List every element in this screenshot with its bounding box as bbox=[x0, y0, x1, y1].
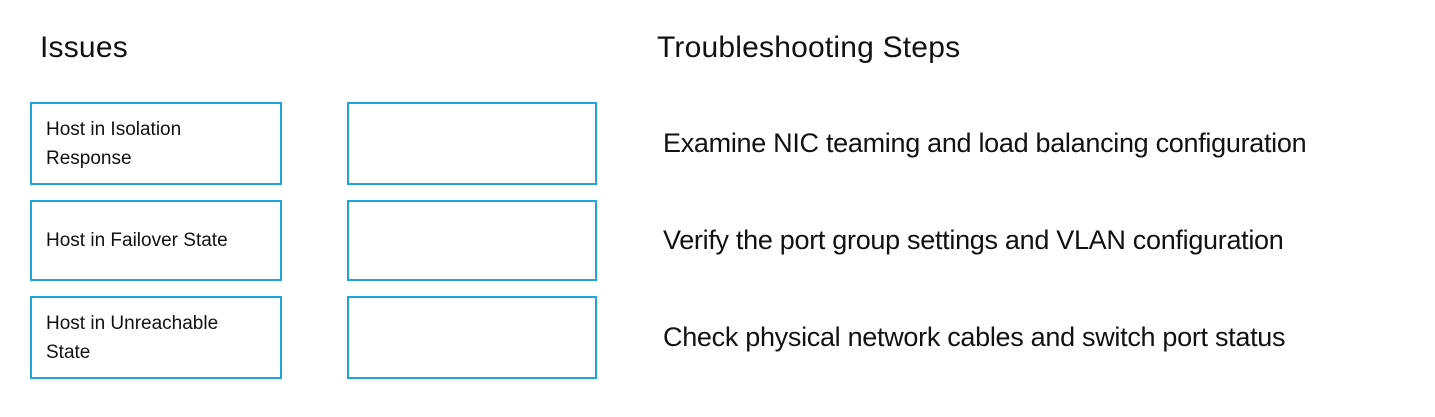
issue-card-host-in-isolation-response[interactable]: Host in Isolation Response bbox=[30, 102, 282, 185]
issue-card-label: Host in Unreachable State bbox=[46, 312, 219, 363]
troubleshooting-step-1: Examine NIC teaming and load balancing c… bbox=[663, 128, 1307, 158]
drop-target-2[interactable] bbox=[347, 200, 597, 281]
drop-target-1[interactable] bbox=[347, 102, 597, 185]
issue-card-label: Host in Isolation Response bbox=[46, 118, 182, 169]
troubleshooting-step-2: Verify the port group settings and VLAN … bbox=[663, 225, 1284, 255]
troubleshooting-step-3: Check physical network cables and switch… bbox=[663, 322, 1286, 352]
issues-column-heading: Issues bbox=[40, 31, 128, 64]
issue-card-host-in-unreachable-state[interactable]: Host in Unreachable State bbox=[30, 296, 282, 379]
issue-card-label: Host in Failover State bbox=[46, 230, 228, 251]
drop-target-3[interactable] bbox=[347, 296, 597, 379]
troubleshooting-steps-column-heading: Troubleshooting Steps bbox=[657, 31, 961, 64]
issue-card-host-in-failover-state[interactable]: Host in Failover State bbox=[30, 200, 282, 281]
